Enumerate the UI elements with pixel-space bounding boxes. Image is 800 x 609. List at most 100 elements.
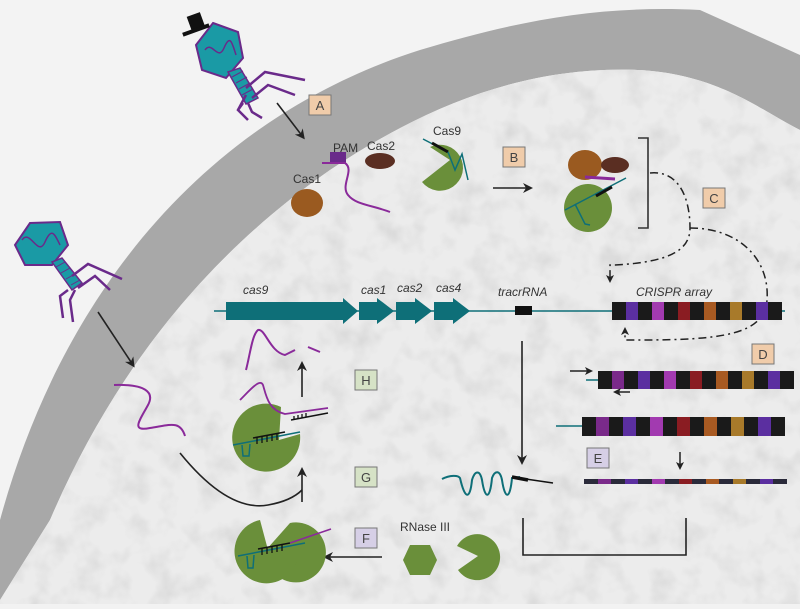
repeat-segment — [582, 417, 596, 436]
cas2-label: Cas2 — [367, 139, 395, 153]
spacer-segment — [758, 417, 771, 436]
repeat-segment — [702, 371, 716, 389]
gene-arrows — [226, 298, 470, 324]
spacer-segment — [677, 417, 690, 436]
repeat-segment — [609, 417, 623, 436]
repeat-segment — [638, 302, 652, 320]
repeat-segment — [611, 479, 625, 484]
spacer-segment — [678, 302, 690, 320]
spacer-segment — [704, 417, 717, 436]
repeat-segment — [744, 417, 758, 436]
step-b-label: B — [510, 150, 519, 165]
step-b-box: B — [502, 146, 526, 168]
spacer-segment — [716, 371, 728, 389]
spacer-segment — [756, 302, 768, 320]
spacer-segment — [706, 479, 719, 484]
spacer-segment — [652, 302, 664, 320]
repeat-segment — [624, 371, 638, 389]
spacer-segment — [650, 417, 663, 436]
acquisition-complex — [564, 150, 629, 232]
spacer-segment — [626, 302, 638, 320]
spacer-segment — [612, 371, 624, 389]
processed-crrna — [584, 479, 787, 484]
pam-label: PAM — [333, 141, 358, 155]
cas9-crrna-complex — [234, 520, 332, 584]
tracrrna-gene — [515, 306, 532, 315]
cas1-gene — [359, 298, 394, 324]
cleaved-dna-fragment-1 — [245, 329, 296, 371]
cas2-gene — [396, 298, 432, 324]
arrow-phage-to-cell — [276, 102, 305, 140]
cas9-apo-protein — [457, 534, 501, 581]
cas4-gene — [434, 298, 470, 324]
repeat-segment — [716, 302, 730, 320]
crispr-array-transcribed — [598, 371, 794, 389]
phage-left — [13, 220, 123, 323]
step-e-label: E — [594, 451, 603, 466]
repeat-segment — [746, 479, 760, 484]
repeat-segment — [692, 479, 706, 484]
step-d-label: D — [758, 347, 767, 362]
pre-crrna-array — [582, 417, 785, 436]
cas1-gene-label: cas1 — [361, 283, 386, 297]
repeat-segment — [584, 479, 598, 484]
cas4-gene-label: cas4 — [436, 281, 462, 295]
spacer-segment — [638, 371, 650, 389]
rnase-iii-protein — [403, 545, 437, 575]
spacer-segment — [664, 371, 676, 389]
repeat-segment — [717, 417, 731, 436]
tracrrna-antirepeat — [511, 475, 529, 482]
repeat-segment — [690, 417, 704, 436]
crispr-array — [612, 302, 782, 320]
repeat-segment — [768, 302, 782, 320]
step-g-label: G — [361, 470, 371, 485]
spacer-segment — [742, 371, 754, 389]
tracrrna-molecule — [441, 471, 521, 496]
crispr-array-label: CRISPR array — [636, 285, 713, 299]
spacer-segment — [652, 479, 665, 484]
step-e-box: E — [586, 447, 610, 469]
repeat-segment — [636, 417, 650, 436]
cas9-gene-label: cas9 — [243, 283, 269, 297]
step-f-label: F — [362, 531, 370, 546]
cas1-label: Cas1 — [293, 172, 321, 186]
repeat-segment — [665, 479, 679, 484]
top-hat-icon — [182, 12, 210, 37]
cas9-protein — [422, 138, 469, 191]
phage-dna-fragment — [322, 162, 391, 213]
spacer-segment — [596, 417, 609, 436]
step-c-label: C — [709, 191, 718, 206]
cas2-gene-label: cas2 — [397, 281, 423, 295]
spacer-segment — [768, 371, 780, 389]
repeat-segment — [598, 371, 612, 389]
tracrrna-label: tracrRNA — [498, 285, 547, 299]
phage-top-hat — [182, 12, 306, 121]
spacer-segment — [760, 479, 773, 484]
complex-bracket — [638, 137, 649, 229]
repeat-segment — [742, 302, 756, 320]
repeat-segment — [663, 417, 677, 436]
invading-phage-dna — [113, 383, 186, 437]
repeat-segment — [638, 479, 652, 484]
integration-path-upper — [606, 172, 691, 283]
cas9-interference-complex — [232, 382, 329, 472]
spacer-segment — [730, 302, 742, 320]
spacer-segment — [625, 479, 638, 484]
step-h-box: H — [354, 369, 378, 391]
repeat-segment — [650, 371, 664, 389]
repeat-segment — [612, 302, 626, 320]
cas1-protein — [291, 189, 323, 217]
repeat-segment — [664, 302, 678, 320]
repeat-segment — [771, 417, 785, 436]
step-f-box: F — [354, 527, 378, 549]
step-d-box: D — [751, 343, 775, 365]
arrow-phage2-to-cell — [97, 311, 135, 368]
spacer-segment — [704, 302, 716, 320]
cell-wall — [0, 9, 800, 601]
repeat-segment — [690, 302, 704, 320]
spacer-segment — [733, 479, 746, 484]
step-g-box: G — [354, 466, 378, 488]
step-a-label: A — [316, 98, 325, 113]
step-c-box: C — [702, 187, 726, 209]
